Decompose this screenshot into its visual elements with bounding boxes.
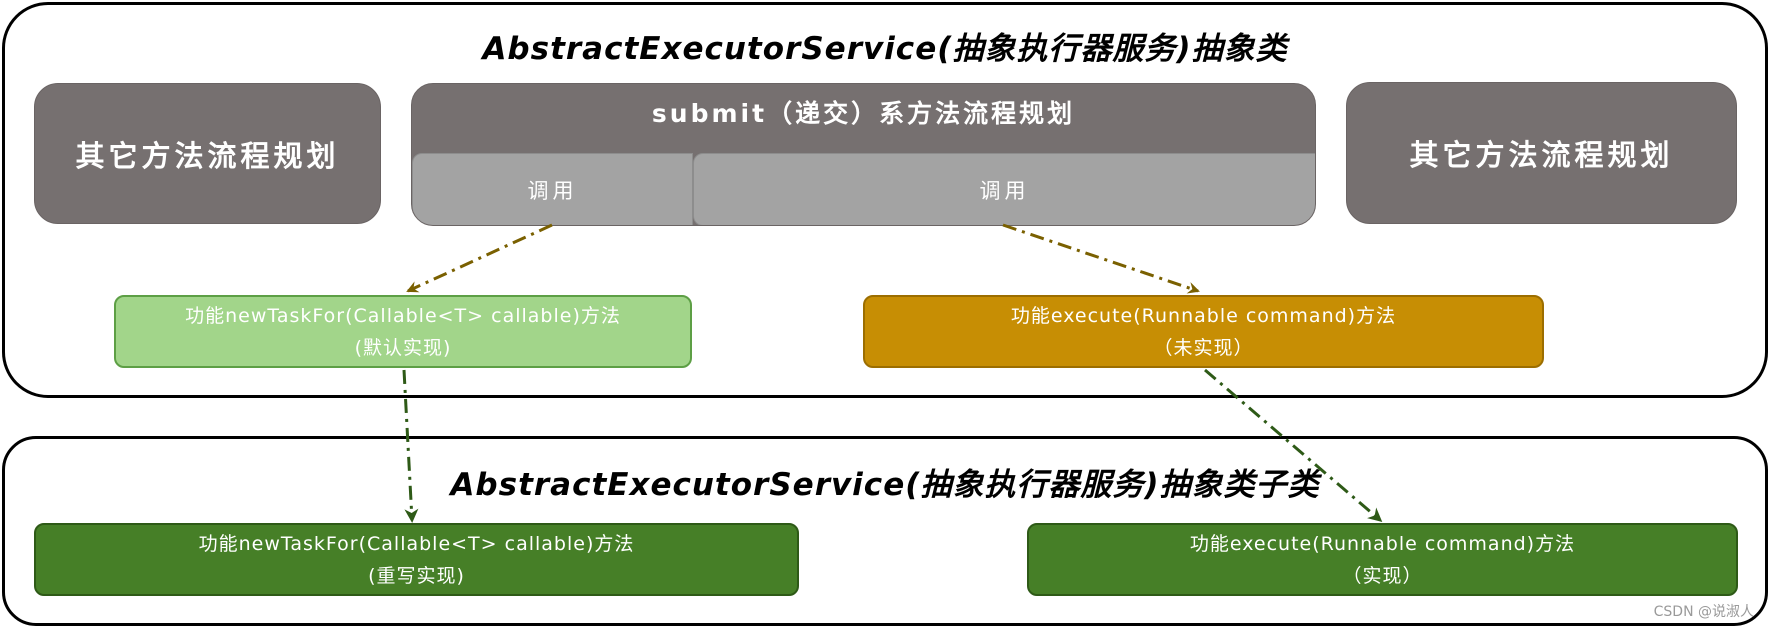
newtaskfor-override-line2: (重写实现) <box>368 564 465 587</box>
newtaskfor-default-line1: 功能newTaskFor(Callable<T> callable)方法 <box>185 304 621 327</box>
call-right-cell: 调用 <box>693 153 1315 225</box>
execute-unimplemented-line1: 功能execute(Runnable command)方法 <box>1010 304 1397 327</box>
execute-implemented-box: 功能execute(Runnable command)方法 （实现） <box>1027 523 1738 596</box>
execute-unimplemented-box: 功能execute(Runnable command)方法 （未实现） <box>863 295 1544 368</box>
abstract-class-title: AbstractExecutorService(抽象执行器服务)抽象类 <box>482 31 1288 67</box>
call-left-cell: 调用 <box>412 153 693 225</box>
other-methods-left-label: 其它方法流程规划 <box>75 138 340 173</box>
other-methods-left-box: 其它方法流程规划 <box>34 83 381 224</box>
execute-implemented-line2: （实现） <box>1342 564 1423 587</box>
other-methods-right-label: 其它方法流程规划 <box>1409 138 1674 172</box>
other-methods-right-box: 其它方法流程规划 <box>1346 82 1737 224</box>
newtaskfor-override-line1: 功能newTaskFor(Callable<T> callable)方法 <box>198 532 635 555</box>
newtaskfor-override-box: 功能newTaskFor(Callable<T> callable)方法 (重写… <box>34 523 799 596</box>
submit-methods-title: submit（递交）系方法流程规划 <box>651 99 1076 128</box>
newtaskfor-default-line2: (默认实现) <box>354 336 452 359</box>
execute-implemented-line1: 功能execute(Runnable command)方法 <box>1189 532 1576 555</box>
newtaskfor-default-box: 功能newTaskFor(Callable<T> callable)方法 (默认… <box>114 295 692 368</box>
watermark: CSDN @说淑人 <box>1653 604 1754 620</box>
subclass-title: AbstractExecutorService(抽象执行器服务)抽象类子类 <box>450 467 1320 503</box>
call-right-label: 调用 <box>979 178 1030 203</box>
execute-unimplemented-line2: （未实现） <box>1153 336 1254 359</box>
submit-methods-group: submit（递交）系方法流程规划 调用 调用 <box>411 83 1316 226</box>
call-left-label: 调用 <box>527 178 578 203</box>
